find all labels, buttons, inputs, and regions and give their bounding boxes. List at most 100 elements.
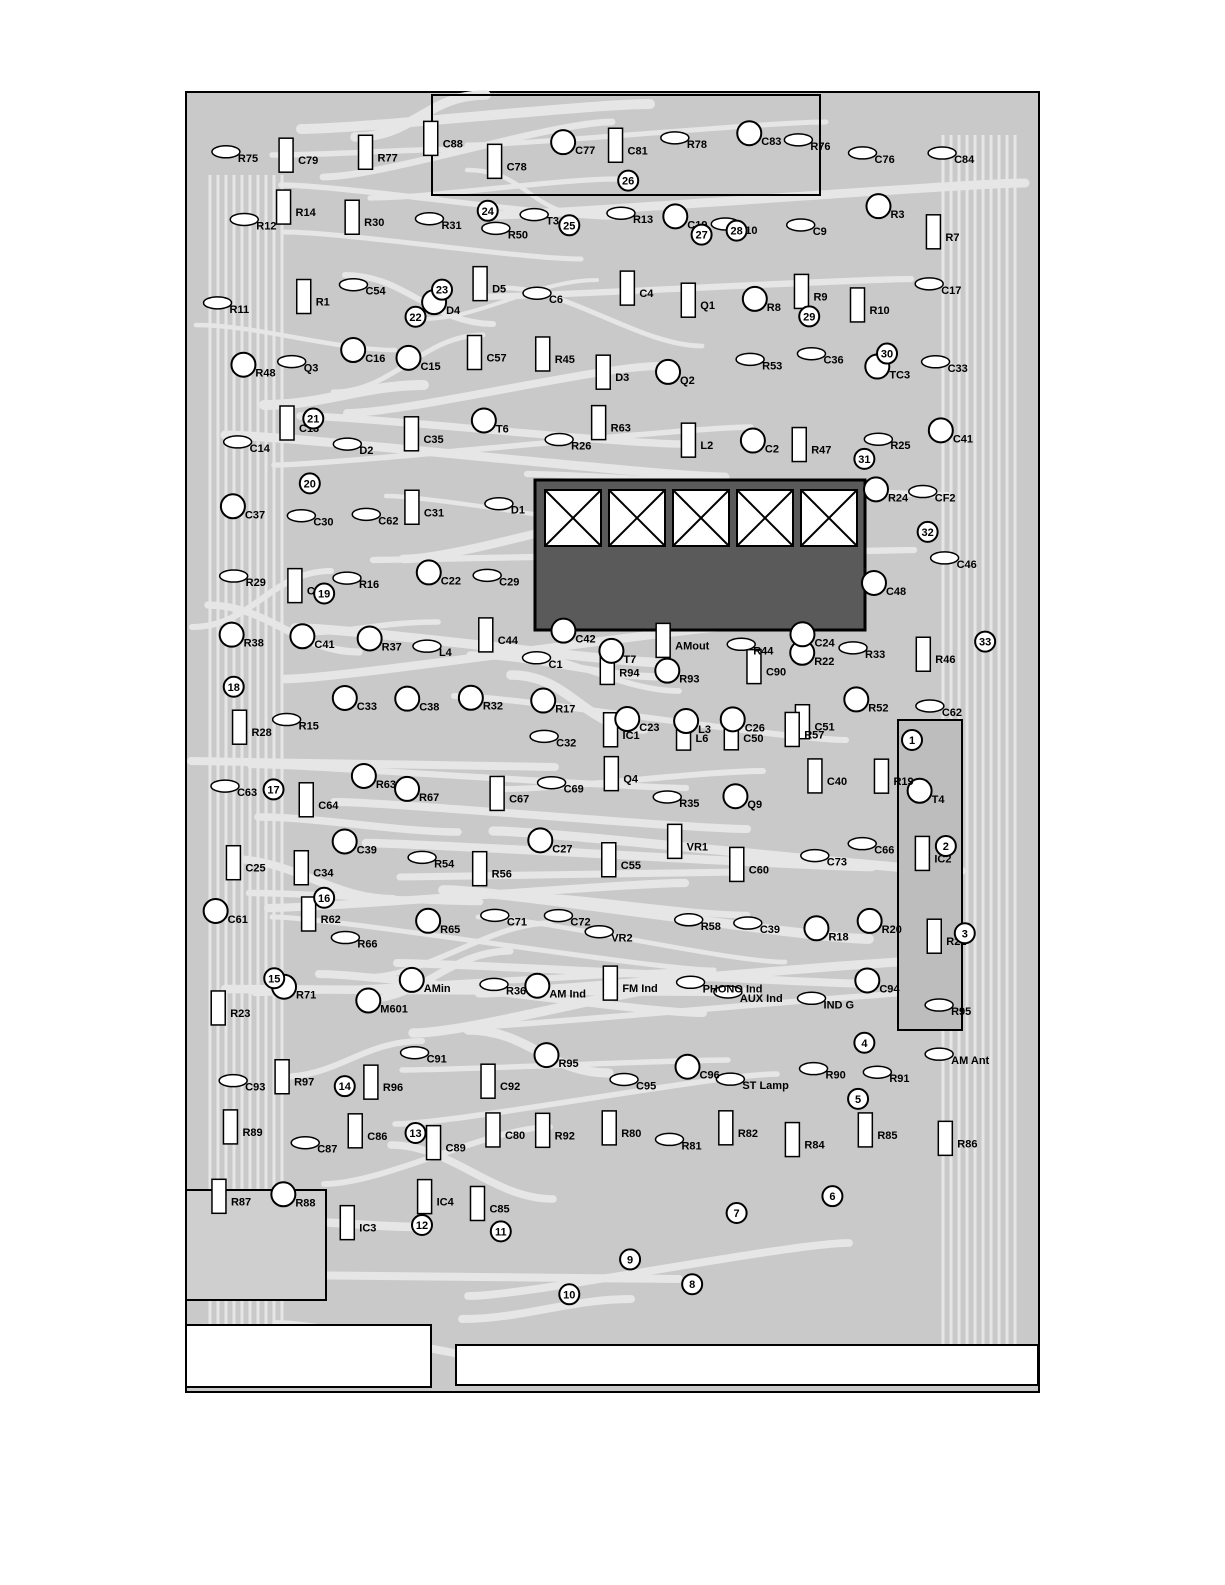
resistor-body xyxy=(937,1120,954,1157)
terminal-number: 2 xyxy=(943,841,949,853)
capacitor-body xyxy=(398,966,425,993)
ceramic-capacitor-body xyxy=(929,551,960,565)
component-label: R92 xyxy=(555,1130,575,1142)
component-label: R35 xyxy=(679,798,699,810)
copper-trace xyxy=(420,278,599,321)
component-label: R13 xyxy=(633,214,653,226)
component-label: R46 xyxy=(935,654,955,666)
component-label: C69 xyxy=(564,784,584,796)
copper-trace xyxy=(330,798,751,833)
component-label: C4 xyxy=(639,288,654,300)
capacitor-body xyxy=(230,351,257,378)
capacitor-body xyxy=(674,1053,701,1080)
component-label: R80 xyxy=(621,1128,641,1140)
ceramic-capacitor-body xyxy=(927,146,957,160)
ceramic-capacitor-body xyxy=(229,212,260,227)
component-label: C94 xyxy=(879,983,900,995)
component-label: R8 xyxy=(767,302,781,314)
capacitor-body xyxy=(614,706,641,733)
component-label: C78 xyxy=(507,161,527,173)
resistor-body xyxy=(279,405,295,441)
component-label: R47 xyxy=(811,445,831,457)
component-label: C44 xyxy=(498,635,519,647)
component-label: C16 xyxy=(365,353,385,365)
component-label: T6 xyxy=(496,423,509,435)
terminal-number: 15 xyxy=(268,973,280,985)
component-label: R29 xyxy=(246,577,266,589)
component-label: C29 xyxy=(499,576,519,588)
component-label: Q3 xyxy=(304,363,319,375)
terminal-number: 16 xyxy=(318,893,330,905)
component-label: R33 xyxy=(865,649,885,661)
component-label: AUX Ind xyxy=(740,993,783,1005)
component-label: R96 xyxy=(383,1082,403,1094)
terminal-number: 6 xyxy=(829,1191,835,1203)
copper-trace xyxy=(281,229,584,262)
component-label: R86 xyxy=(957,1138,977,1150)
ceramic-capacitor-body xyxy=(796,346,827,361)
component-label: C27 xyxy=(552,843,572,855)
component-label: C86 xyxy=(367,1131,387,1143)
component-label: C48 xyxy=(886,586,906,598)
tuning-section-cross xyxy=(672,489,730,547)
component-label: R94 xyxy=(619,667,640,679)
capacitor-body xyxy=(219,493,246,520)
capacitor-body xyxy=(289,623,316,650)
component-label: CF2 xyxy=(935,493,956,505)
capacitor-body xyxy=(350,762,377,789)
tuning-section-cross xyxy=(736,489,794,547)
capacitor-body xyxy=(415,907,442,934)
component-label: R53 xyxy=(762,360,782,372)
copper-trace xyxy=(188,567,335,631)
resistor-body xyxy=(601,1110,617,1146)
ceramic-capacitor-body xyxy=(584,924,614,939)
component-label: R22 xyxy=(814,656,834,668)
ceramic-capacitor-body xyxy=(796,991,827,1006)
component-label: R30 xyxy=(364,217,384,229)
component-label: R57 xyxy=(804,729,824,741)
component-label: R7 xyxy=(945,232,959,244)
terminal-pad xyxy=(725,1202,748,1225)
ceramic-capacitor-body xyxy=(606,206,636,220)
capacitor-body xyxy=(457,684,484,711)
component-label: C41 xyxy=(953,433,973,445)
capacitor-body xyxy=(356,625,383,652)
terminal-pads: 1234567891011121314151617181920212223242… xyxy=(222,169,997,1306)
terminal-number: 13 xyxy=(409,1128,421,1140)
ceramic-capacitor-body xyxy=(211,145,241,159)
component-label: AMin xyxy=(424,983,451,995)
resistor-body xyxy=(274,1058,290,1095)
component-label: R11 xyxy=(230,304,250,316)
component-label: C25 xyxy=(245,863,265,875)
terminal-number: 25 xyxy=(563,220,575,232)
resistor-body xyxy=(357,134,374,171)
component-label: R36 xyxy=(506,985,526,997)
component-label: C35 xyxy=(423,434,443,446)
resistor-body xyxy=(666,823,683,860)
component-label: C61 xyxy=(228,914,248,926)
capacitor-body xyxy=(736,120,763,147)
terminal-pad xyxy=(934,834,957,857)
copper-trace xyxy=(296,99,655,134)
component-label: C39 xyxy=(357,844,377,856)
copper-trace xyxy=(350,90,491,142)
component-label: C85 xyxy=(489,1203,509,1215)
capacitor-body xyxy=(270,1181,297,1208)
component-label: R54 xyxy=(434,858,455,870)
capacitor-body xyxy=(843,686,870,713)
resistor-body xyxy=(222,1109,239,1145)
resistor-body xyxy=(485,1112,501,1148)
capacitor-body xyxy=(394,685,421,712)
ceramic-capacitor-body xyxy=(484,496,514,511)
capacitor-body xyxy=(654,657,681,684)
slide-switch-t7 xyxy=(897,719,963,1031)
capacitor-body xyxy=(331,684,358,711)
terminal-number: 14 xyxy=(339,1081,352,1093)
resistor-body xyxy=(404,489,420,526)
ceramic-capacitor-body xyxy=(785,218,816,232)
terminal-pad xyxy=(558,1283,581,1306)
capacitor-body xyxy=(854,967,881,994)
component-label: C76 xyxy=(875,154,895,166)
component-label: R19 xyxy=(893,776,913,788)
